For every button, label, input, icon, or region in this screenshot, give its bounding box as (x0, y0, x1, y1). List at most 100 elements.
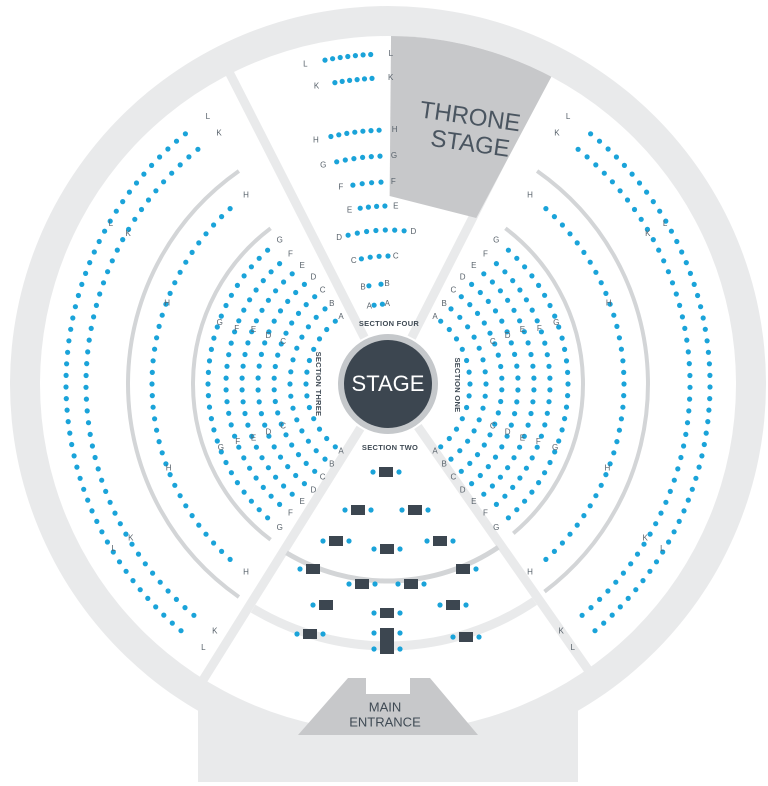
seat-icon[interactable] (707, 384, 713, 390)
seat-icon[interactable] (253, 287, 259, 293)
seat-icon[interactable] (96, 238, 102, 245)
seat-icon[interactable] (89, 508, 95, 514)
seat-icon[interactable] (332, 444, 338, 450)
seat-icon[interactable] (636, 180, 643, 186)
seat-icon[interactable] (529, 489, 535, 495)
seat-icon[interactable] (514, 507, 520, 513)
seat-icon[interactable] (559, 335, 565, 341)
seat-icon[interactable] (294, 631, 300, 637)
seat-icon[interactable] (458, 468, 464, 474)
seat-icon[interactable] (505, 247, 511, 253)
seat-icon[interactable] (285, 464, 291, 470)
seat-icon[interactable] (424, 538, 430, 544)
seat-icon[interactable] (177, 162, 183, 168)
seat-icon[interactable] (543, 556, 549, 563)
seat-icon[interactable] (463, 602, 469, 608)
seat-icon[interactable] (91, 314, 97, 320)
seat-icon[interactable] (696, 464, 702, 470)
seat-icon[interactable] (69, 441, 75, 448)
seat-icon[interactable] (277, 261, 283, 267)
seat-icon[interactable] (149, 381, 155, 387)
seat-icon[interactable] (339, 78, 345, 84)
seat-icon[interactable] (249, 329, 255, 335)
seat-icon[interactable] (74, 464, 80, 470)
seat-icon[interactable] (288, 369, 294, 375)
seat-icon[interactable] (68, 326, 74, 332)
seat-icon[interactable] (306, 357, 312, 364)
seat-icon[interactable] (245, 422, 251, 428)
seat-icon[interactable] (448, 456, 454, 462)
seat-icon[interactable] (650, 237, 656, 243)
seat-icon[interactable] (481, 442, 487, 448)
seat-icon[interactable] (372, 581, 378, 587)
seat-icon[interactable] (63, 396, 69, 402)
seat-icon[interactable] (219, 548, 225, 555)
seat-icon[interactable] (621, 369, 627, 375)
seat-icon[interactable] (511, 307, 517, 313)
seat-icon[interactable] (369, 180, 375, 186)
seat-icon[interactable] (466, 393, 472, 399)
seat-icon[interactable] (189, 513, 195, 519)
seat-icon[interactable] (446, 435, 452, 442)
seat-icon[interactable] (137, 587, 143, 593)
seat-icon[interactable] (104, 539, 110, 545)
seat-icon[interactable] (587, 503, 593, 509)
seat-icon[interactable] (183, 259, 189, 265)
seat-icon[interactable] (260, 278, 266, 284)
seat-icon[interactable] (64, 407, 70, 413)
seat-icon[interactable] (701, 441, 707, 448)
seat-icon[interactable] (498, 398, 504, 405)
seat-icon[interactable] (657, 208, 663, 214)
seat-icon[interactable] (556, 324, 562, 330)
table-icon[interactable] (380, 628, 394, 654)
seat-icon[interactable] (448, 306, 454, 312)
seat-icon[interactable] (211, 335, 217, 341)
seat-icon[interactable] (304, 393, 310, 399)
seat-icon[interactable] (255, 387, 261, 393)
seat-icon[interactable] (492, 421, 498, 427)
seat-icon[interactable] (120, 237, 126, 243)
seat-icon[interactable] (505, 515, 511, 521)
seat-icon[interactable] (700, 315, 706, 321)
seat-icon[interactable] (368, 128, 374, 134)
seat-icon[interactable] (517, 444, 523, 450)
seat-icon[interactable] (83, 384, 89, 390)
seat-icon[interactable] (196, 522, 202, 528)
seat-icon[interactable] (352, 53, 358, 59)
seat-icon[interactable] (149, 162, 155, 168)
seat-icon[interactable] (603, 290, 609, 296)
seat-icon[interactable] (504, 433, 510, 439)
seat-icon[interactable] (474, 310, 481, 316)
seat-icon[interactable] (614, 439, 620, 445)
seat-icon[interactable] (126, 189, 132, 195)
seat-icon[interactable] (683, 260, 689, 266)
seat-icon[interactable] (469, 481, 475, 487)
seat-icon[interactable] (344, 130, 350, 136)
seat-icon[interactable] (631, 206, 638, 213)
seat-icon[interactable] (289, 442, 295, 448)
seat-icon[interactable] (567, 531, 573, 537)
seat-icon[interactable] (378, 281, 384, 287)
seat-icon[interactable] (242, 351, 248, 358)
seat-icon[interactable] (324, 326, 330, 333)
seat-icon[interactable] (258, 411, 264, 417)
seat-icon[interactable] (489, 483, 495, 489)
seat-icon[interactable] (183, 503, 189, 509)
seat-icon[interactable] (99, 477, 105, 483)
seat-icon[interactable] (320, 631, 326, 637)
seat-icon[interactable] (241, 307, 247, 313)
seat-icon[interactable] (91, 249, 97, 255)
seat-icon[interactable] (663, 499, 669, 505)
seat-icon[interactable] (287, 381, 293, 387)
seat-icon[interactable] (687, 384, 693, 390)
seat-icon[interactable] (617, 188, 623, 194)
seat-icon[interactable] (149, 393, 155, 399)
seat-icon[interactable] (208, 346, 214, 352)
seat-icon[interactable] (492, 341, 498, 347)
seat-icon[interactable] (256, 255, 262, 261)
seat-icon[interactable] (310, 602, 316, 608)
table-icon[interactable] (319, 600, 333, 610)
seat-icon[interactable] (305, 438, 311, 444)
seat-icon[interactable] (153, 604, 159, 610)
